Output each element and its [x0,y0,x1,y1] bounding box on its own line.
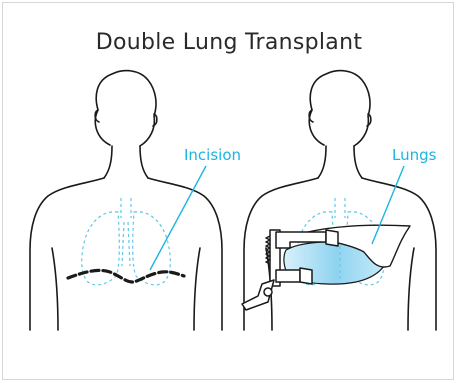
right-neck [318,146,326,178]
incision-line [68,270,184,282]
right-figure [244,71,436,330]
left-head [95,71,156,146]
left-neck [104,146,112,178]
incision-label: Incision [184,146,241,164]
left-figure [30,71,222,330]
left-torso-outline [30,178,104,330]
lungs-label: Lungs [392,146,436,164]
incision-pointer-line [150,166,206,270]
right-head [309,71,370,146]
